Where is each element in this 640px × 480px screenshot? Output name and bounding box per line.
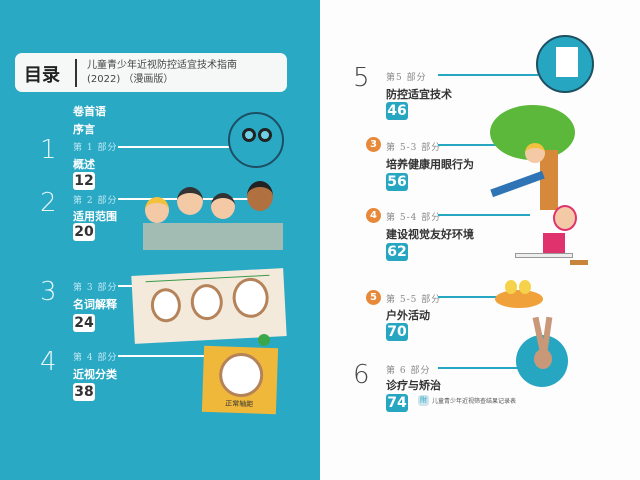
part-label: 第 4 部分 bbox=[73, 353, 118, 363]
section-badge: 3 bbox=[366, 137, 381, 152]
subtitle-line-2: (2022) （漫画版） bbox=[87, 74, 174, 85]
axial-label: 正常轴距 bbox=[225, 399, 254, 409]
connector-line bbox=[438, 74, 538, 76]
connector-line bbox=[118, 355, 208, 357]
toc-link-title[interactable]: 户外活动 bbox=[386, 309, 430, 322]
connector-line bbox=[438, 144, 508, 146]
chapter-number: 3 bbox=[40, 277, 57, 307]
section-badge: 4 bbox=[366, 208, 381, 223]
part-label: 第5 部分 bbox=[386, 73, 427, 83]
divider bbox=[75, 59, 77, 87]
part-label: 第 5-5 部分 bbox=[386, 295, 442, 305]
toc-link-title[interactable]: 建设视觉友好环境 bbox=[386, 228, 474, 241]
toc-link-foreword[interactable]: 卷首语 bbox=[73, 105, 106, 118]
toc-link-title[interactable]: 培养健康用眼行为 bbox=[386, 158, 474, 171]
axial-length-note: 正常轴距 bbox=[201, 345, 279, 415]
connector-line bbox=[438, 214, 530, 216]
toc-link-title[interactable]: 诊疗与矫治 bbox=[386, 379, 441, 392]
chick-icon bbox=[505, 280, 517, 294]
appendix-link[interactable]: 儿童青少年近视筛查结果记录表 bbox=[432, 398, 517, 405]
victory-hand-illustration bbox=[516, 316, 568, 387]
page-number[interactable]: 74 bbox=[386, 394, 408, 412]
page-number[interactable]: 24 bbox=[73, 314, 95, 332]
screen-illustration bbox=[536, 35, 594, 93]
binoculars-illustration bbox=[228, 112, 284, 168]
connector-line bbox=[118, 146, 230, 148]
part-label: 第 1 部分 bbox=[73, 143, 118, 153]
section-badge: 5 bbox=[366, 290, 381, 305]
nest-illustration bbox=[495, 290, 543, 308]
book-subtitle: 儿童青少年近视防控适宜技术指南 (2022) （漫画版） bbox=[87, 59, 237, 87]
part-label: 第 5-3 部分 bbox=[386, 143, 442, 153]
page-number[interactable]: 56 bbox=[386, 173, 408, 191]
chapter-number: 4 bbox=[40, 347, 57, 377]
connector-line bbox=[438, 367, 518, 369]
toc-link-preface[interactable]: 序言 bbox=[73, 123, 95, 136]
page-number[interactable]: 38 bbox=[73, 383, 95, 401]
toc-link-title[interactable]: 适用范围 bbox=[73, 210, 117, 223]
toc-link-title[interactable]: 名词解释 bbox=[73, 298, 117, 311]
page-number[interactable]: 70 bbox=[386, 323, 408, 341]
toc-link-title[interactable]: 概述 bbox=[73, 158, 95, 171]
chapter-number: 6 bbox=[353, 360, 370, 390]
toc-link-title[interactable]: 防控适宜技术 bbox=[386, 88, 452, 101]
right-page: 5 第5 部分 防控适宜技术 46 3 第 5-3 部分 培养健康用眼行为 56… bbox=[320, 0, 640, 480]
part-label: 第 6 部分 bbox=[386, 366, 431, 376]
left-page: 目录 儿童青少年近视防控适宜技术指南 (2022) （漫画版） 卷首语 序言 1… bbox=[0, 0, 320, 480]
page-number[interactable]: 20 bbox=[73, 223, 95, 241]
subtitle-line-1: 儿童青少年近视防控适宜技术指南 bbox=[87, 60, 237, 71]
page-number[interactable]: 12 bbox=[73, 172, 95, 190]
chapter-number: 2 bbox=[40, 188, 57, 218]
eye-diagram-note bbox=[131, 268, 287, 344]
pushpin-icon bbox=[258, 334, 270, 346]
toc-header: 目录 儿童青少年近视防控适宜技术指南 (2022) （漫画版） bbox=[15, 53, 287, 92]
connector-line bbox=[438, 296, 500, 298]
part-label: 第 2 部分 bbox=[73, 196, 118, 206]
lens-icon bbox=[258, 128, 272, 142]
page-number[interactable]: 46 bbox=[386, 102, 408, 120]
connector-line bbox=[118, 285, 134, 287]
toc-link-title[interactable]: 近视分类 bbox=[73, 368, 117, 381]
chapter-number: 1 bbox=[40, 135, 57, 165]
part-label: 第 3 部分 bbox=[73, 283, 118, 293]
chick-icon bbox=[519, 280, 531, 294]
desk-reading-illustration bbox=[515, 205, 590, 300]
lens-icon bbox=[242, 128, 256, 142]
part-label: 第 5-4 部分 bbox=[386, 213, 442, 223]
tree-reading-illustration bbox=[485, 105, 575, 215]
page-number[interactable]: 62 bbox=[386, 243, 408, 261]
toc-title: 目录 bbox=[24, 65, 60, 86]
children-covering-eyes-illustration bbox=[143, 175, 283, 250]
appendix-badge: 附 bbox=[418, 395, 429, 406]
chapter-number: 5 bbox=[353, 63, 370, 93]
